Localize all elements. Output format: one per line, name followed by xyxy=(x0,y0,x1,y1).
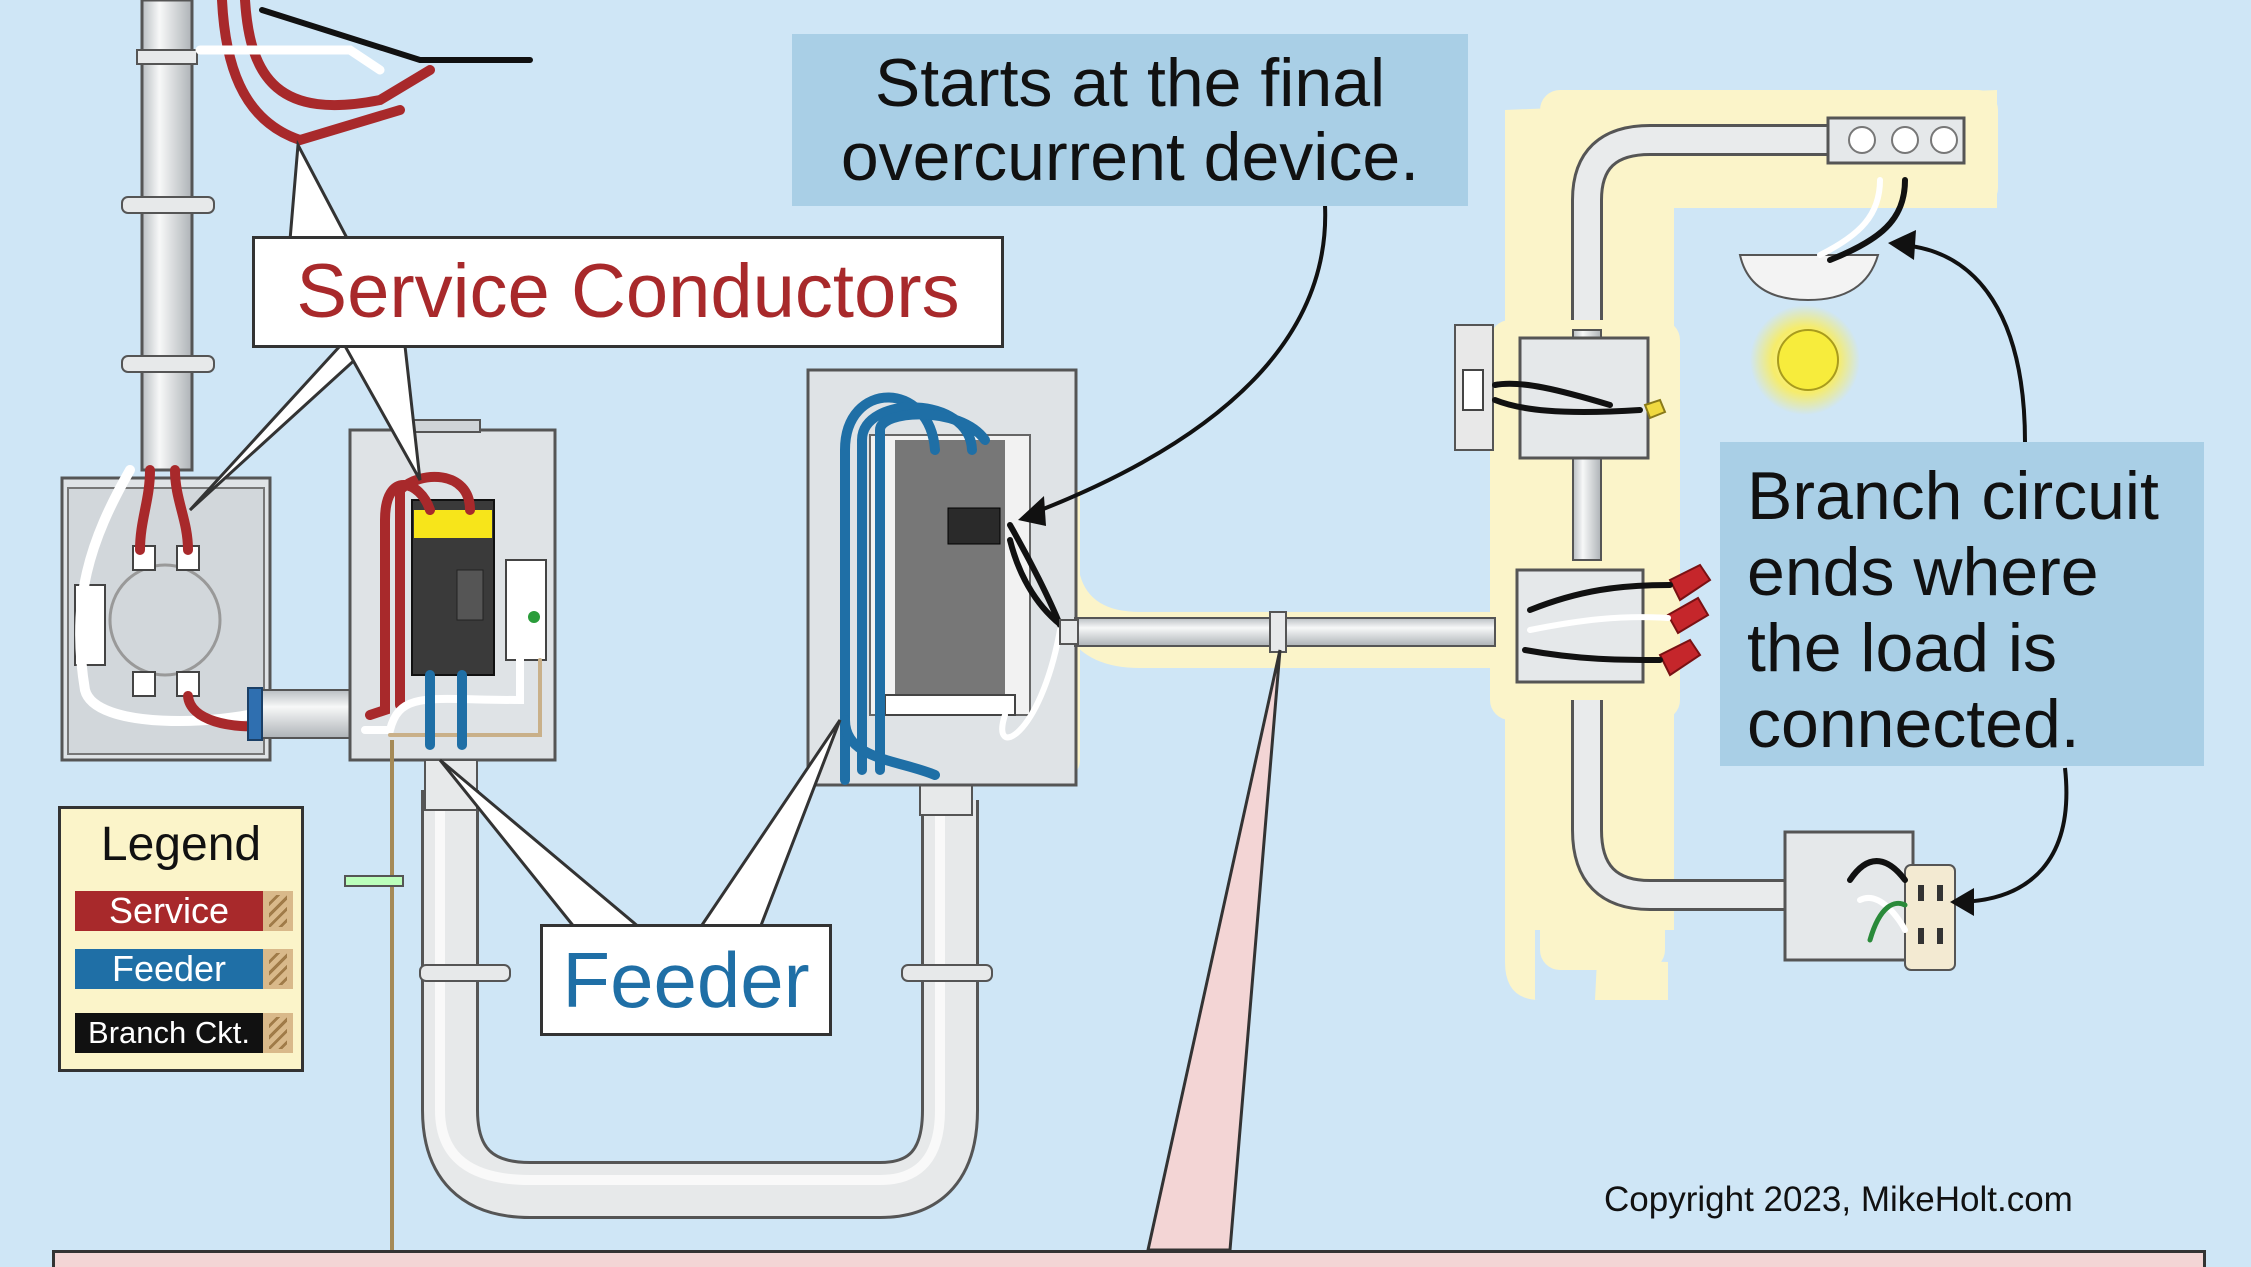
legend-title: Legend xyxy=(100,818,262,871)
legend-item-service: Service xyxy=(75,891,321,931)
ceiling-box xyxy=(1826,116,1966,165)
bottom-caption-panel xyxy=(52,1250,2206,1267)
wire-end-icon xyxy=(263,949,293,989)
wire-end-icon xyxy=(263,1013,293,1053)
service-conductors-label: Service Conductors xyxy=(252,236,1004,348)
legend-swatch-service: Service xyxy=(75,891,263,931)
legend-swatch-feeder: Feeder xyxy=(75,949,263,989)
panel-wires xyxy=(840,392,1068,785)
branch-wires xyxy=(1492,380,1908,943)
feeder-conduit xyxy=(419,759,993,1219)
legend-swatch-branch: Branch Ckt. xyxy=(75,1013,263,1053)
wire-end-icon xyxy=(263,891,293,931)
branch-conduit xyxy=(1059,611,1496,653)
disconnect-wires xyxy=(361,472,542,750)
arrow-lines xyxy=(1027,204,2069,904)
meter-nipple xyxy=(247,687,367,741)
branch-circuit-ends-label: Branch circuit ends where the load is co… xyxy=(1720,442,2204,766)
meter-socket-icon xyxy=(60,476,272,762)
receptacle-icon xyxy=(1904,864,1956,971)
copyright-text: Copyright 2023, MikeHolt.com xyxy=(1604,1180,2073,1219)
legend-item-branch: Branch Ckt. xyxy=(75,1013,321,1053)
bottom-callout-pointer xyxy=(1146,649,1282,1252)
ground-clamp xyxy=(344,875,404,887)
lamp-wires xyxy=(1817,177,1908,263)
starts-at-ocpd-label: Starts at the final overcurrent device. xyxy=(792,34,1468,206)
service-mast xyxy=(121,0,215,472)
wire-nut-icon xyxy=(1643,398,1712,677)
arrow-heads xyxy=(1018,230,1974,916)
receptacle-box xyxy=(1783,830,1915,962)
legend-item-feeder: Feeder xyxy=(75,949,321,989)
lamp-icon xyxy=(1738,254,1880,415)
feeder-label: Feeder xyxy=(540,924,832,1036)
legend: Legend Service Feeder Branch Ckt. xyxy=(58,806,304,1072)
service-drop-wires xyxy=(195,0,533,146)
service-callout-pointers xyxy=(188,139,422,512)
